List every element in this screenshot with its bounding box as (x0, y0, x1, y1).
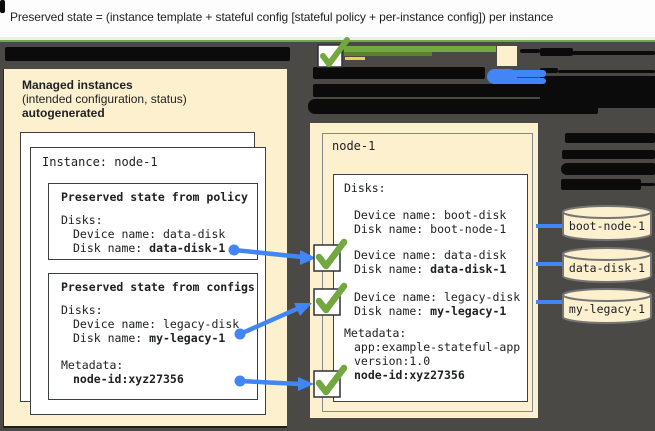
title-strip (0, 0, 655, 37)
metadata-line: version:1.0 (354, 354, 431, 368)
heading-line1: Managed instances (22, 78, 133, 92)
disk-name-label: Disk name: (354, 222, 431, 236)
disk-name-value: data-disk-1 (430, 262, 507, 276)
heading-line3: autogenerated (22, 106, 105, 120)
device-name-line: Device name: data-disk (354, 248, 507, 262)
redacted-bar (5, 47, 290, 61)
redacted-bar (572, 51, 655, 55)
blue-scribble (498, 70, 546, 77)
redacted-bar (561, 163, 655, 175)
disk-name-line: Disk name: my-legacy-1 (61, 331, 257, 345)
device-name-line: Device name: boot-disk (354, 208, 507, 222)
metadata-label: Metadata: (61, 358, 124, 372)
disk-name-value: boot-node-1 (430, 222, 507, 236)
page-title: Preserved state = (instance template + s… (10, 10, 554, 24)
redacted-bar (558, 70, 655, 73)
node-title: node-1 (332, 139, 376, 153)
disks-label: Disks: (61, 303, 103, 317)
redacted-bar (540, 48, 573, 56)
disk-name-label: Disk name: (73, 241, 150, 255)
device-name-line: Device name: legacy-disk (354, 290, 521, 304)
redacted-bar (0, 0, 5, 13)
node-box (322, 133, 533, 412)
redacted-bar (540, 68, 558, 73)
disk-name-line: Disk name: my-legacy-1 (344, 304, 527, 318)
green-arrow-shadow (344, 52, 432, 56)
preserved-state-policy-box: Preserved state from policy Disks: Devic… (48, 183, 258, 260)
disk-name-line: Disk name: data-disk-1 (61, 241, 257, 255)
metadata-node-id: node-id:xyz27356 (354, 368, 465, 382)
disk-name-label: Disk name: (354, 304, 431, 318)
disks-label: Disks: (344, 181, 386, 195)
managed-instances-heading: Managed instances (intended configuratio… (22, 78, 272, 120)
redacted-bar (520, 49, 540, 53)
configs-box-title: Preserved state from configs (61, 280, 255, 294)
redacted-bar (562, 150, 655, 159)
node-state-box: Disks: Device name: boot-disk Disk name:… (333, 174, 528, 402)
disk-name-line: Disk name: boot-node-1 (344, 222, 527, 236)
disk-name-label: Disk name: (73, 331, 150, 345)
device-name-line: Device name: legacy-disk (73, 317, 240, 331)
redacted-bar (565, 133, 655, 143)
template-chip (497, 46, 517, 66)
blue-scribble (503, 78, 546, 84)
redacted-bar (620, 183, 655, 186)
redacted-bar (313, 67, 485, 79)
disk-name-value: my-legacy-1 (430, 304, 507, 318)
heading-line2: (intended configuration, status) (22, 92, 187, 106)
redacted-bar (313, 84, 593, 97)
disk-name-label: Disk name: (354, 262, 431, 276)
yellow-tick (345, 57, 365, 60)
metadata-value: node-id:xyz27356 (73, 372, 184, 386)
policy-box-title: Preserved state from policy (61, 190, 248, 204)
disks-label: Disks: (61, 213, 103, 227)
metadata-label: Metadata: (344, 326, 407, 340)
disk-name-line: Disk name: data-disk-1 (344, 262, 527, 276)
disk-name-value: data-disk-1 (149, 241, 226, 255)
redacted-bar (561, 179, 641, 190)
instance-title: Instance: node-1 (42, 155, 158, 169)
green-arrow-bar (344, 46, 496, 52)
redacted-bar (308, 99, 598, 114)
disk-name-value: my-legacy-1 (149, 331, 226, 345)
preserved-state-configs-box: Preserved state from configs Disks: Devi… (48, 273, 258, 400)
device-name-line: Device name: data-disk (73, 227, 226, 241)
metadata-line: app:example-stateful-app (354, 340, 521, 354)
